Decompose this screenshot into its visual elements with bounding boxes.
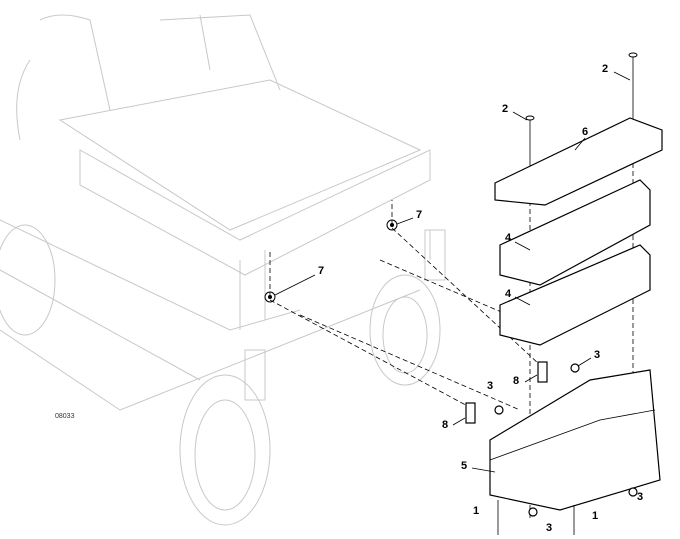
leader-lines xyxy=(274,71,631,473)
callout-8: 8 xyxy=(513,375,520,387)
mower-outline xyxy=(0,14,446,526)
callout-3: 3 xyxy=(487,380,494,392)
weight-cover xyxy=(494,117,663,206)
dashed-assembly-lines xyxy=(269,155,634,520)
callout-7: 7 xyxy=(318,265,325,277)
callout-3: 3 xyxy=(594,349,601,361)
callout-4: 4 xyxy=(505,232,512,244)
weight-upper xyxy=(499,179,651,286)
callout-4: 4 xyxy=(505,288,512,300)
weight-tray xyxy=(489,369,661,511)
callout-1: 1 xyxy=(592,510,599,522)
callout-8: 8 xyxy=(442,419,449,431)
weight-lower xyxy=(499,244,651,346)
callout-6: 6 xyxy=(582,126,589,138)
callout-3: 3 xyxy=(637,491,644,503)
callout-2: 2 xyxy=(502,103,509,115)
callout-1: 1 xyxy=(473,505,480,517)
callout-5: 5 xyxy=(461,460,468,472)
callout-7: 7 xyxy=(416,209,423,221)
callout-3: 3 xyxy=(546,522,553,534)
callout-2: 2 xyxy=(602,63,609,75)
figure-id: 08033 xyxy=(55,413,75,420)
weight-kit-parts xyxy=(465,52,663,535)
